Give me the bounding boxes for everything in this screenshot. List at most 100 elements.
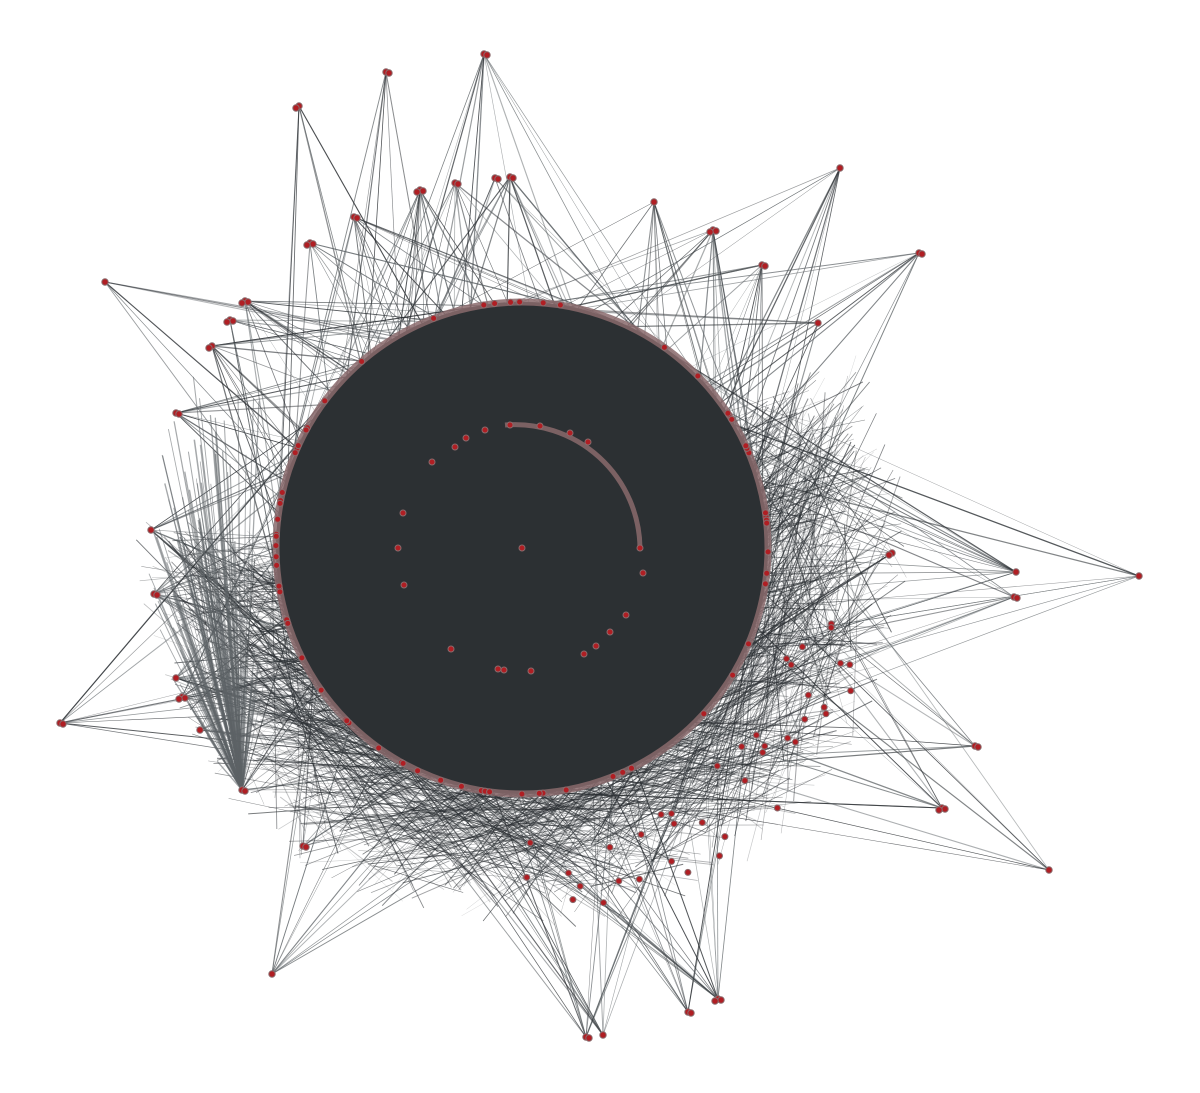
graph-node [241,787,249,795]
edge [442,823,468,875]
edge [513,229,714,303]
graph-node [284,619,292,627]
graph-node [101,278,109,286]
edge [672,664,848,806]
edge [351,721,786,868]
edge [277,700,342,850]
graph-node [294,442,302,450]
edge [191,696,243,791]
edge [820,523,902,535]
graph-node [576,882,584,890]
edge [218,663,470,834]
edge [850,473,903,499]
edge [307,716,337,738]
edge [826,444,856,478]
edge [241,454,247,791]
graph-node [480,301,488,309]
edge [637,798,640,838]
edge [367,815,582,885]
graph-node [762,509,769,517]
edge [552,872,641,886]
edge [696,713,769,756]
edge [294,804,581,864]
graph-node [729,671,737,679]
edge [362,831,549,878]
edge [229,319,371,355]
edge [767,252,920,549]
graph-node [798,643,806,651]
edge [538,815,722,838]
edge [560,840,582,914]
edge [367,844,526,865]
graph-node [606,843,614,851]
graph-node [763,569,771,577]
graph-node [400,581,408,589]
edge [272,745,281,772]
graph-node [759,749,767,756]
edge [353,216,590,312]
edge [430,835,671,843]
edge [483,53,631,328]
edge [225,737,582,829]
edge [376,802,568,828]
graph-node [773,804,781,812]
edge [467,751,804,830]
edge [355,764,636,894]
edge [705,512,864,825]
graph-node [413,188,421,196]
edge [494,865,603,868]
edge [370,860,450,894]
edge [772,498,830,704]
edge [765,561,878,814]
edge [674,760,763,830]
graph-node [698,819,706,826]
edge [761,609,826,797]
edge [283,611,318,780]
edge [298,105,365,360]
edge [810,397,825,426]
edge [402,836,576,884]
edge [236,682,358,803]
edge [625,699,775,860]
edge [733,398,835,705]
edge [742,571,1017,657]
edge [642,731,855,807]
edge [458,649,880,887]
edge [730,658,825,720]
edge [786,591,835,707]
edge [657,794,770,818]
graph-node [741,777,749,785]
edge [419,770,675,855]
graph-node [447,645,455,653]
edge [293,799,445,890]
edge [720,596,1015,693]
edge [734,424,1140,577]
edge [582,760,687,825]
edge [296,784,487,826]
edge [398,189,421,336]
edge [258,627,370,847]
edge [590,863,684,887]
edge [766,552,893,574]
edge [744,423,844,782]
edge [778,430,842,676]
edge [745,355,857,708]
edge [348,740,393,790]
graph-node [584,438,592,446]
graph-node [635,875,643,883]
edge [244,300,480,306]
edge [187,509,243,791]
edge [575,621,864,809]
edge [575,617,842,827]
edge [704,646,750,791]
graph-node [1013,594,1021,602]
edge [194,659,243,791]
edge [353,216,400,336]
edge [313,747,376,833]
edge [843,525,852,651]
graph-node [59,720,67,728]
edge [553,797,711,893]
edge [308,677,425,909]
graph-node [229,317,237,325]
